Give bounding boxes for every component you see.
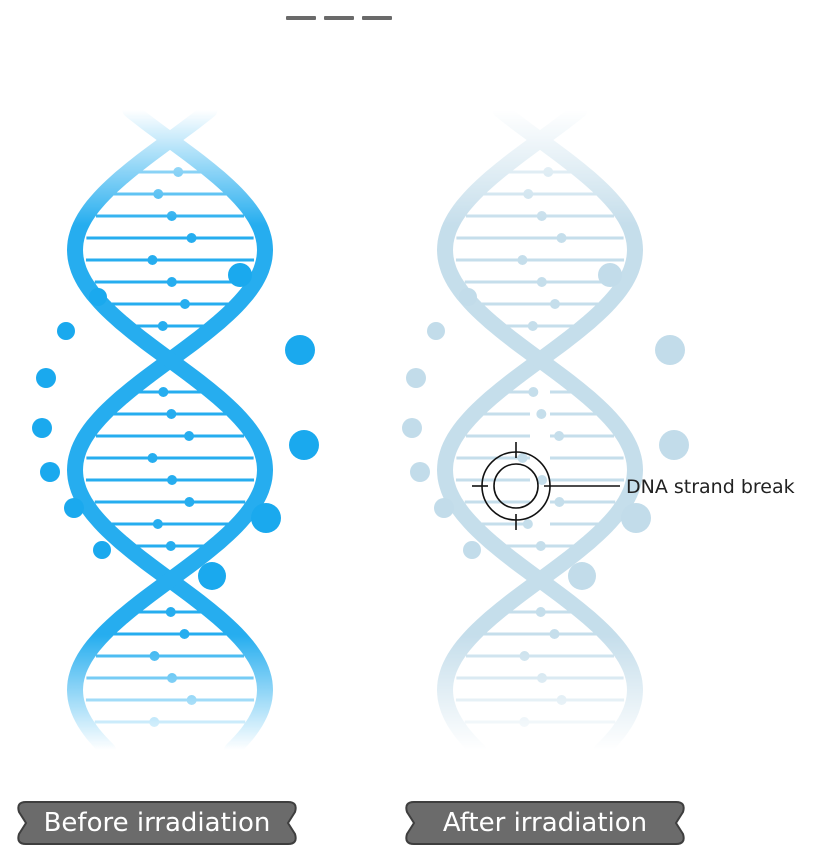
base-pair-node [523, 189, 533, 199]
after-caption-text: After irradiation [443, 808, 647, 838]
base-pair-node [149, 717, 159, 727]
base-pair-node [153, 519, 163, 529]
molecule-dot [410, 462, 430, 482]
base-pair-node [147, 255, 157, 265]
base-pair-node [550, 299, 560, 309]
molecule-dot [434, 498, 454, 518]
before-irradiation-caption: Before irradiation [12, 798, 302, 848]
base-pair-node [536, 541, 546, 551]
base-pair-node [166, 607, 176, 617]
base-pair-node [536, 409, 546, 419]
base-pair-node [158, 387, 168, 397]
base-pair-node [537, 211, 547, 221]
molecule-dot [251, 503, 281, 533]
base-pair-node [184, 431, 194, 441]
molecule-dot [463, 541, 481, 559]
base-pair-node [167, 673, 177, 683]
base-pair-node [158, 321, 168, 331]
molecule-dot [598, 263, 622, 287]
base-pair-node [166, 541, 176, 551]
molecule-dot [406, 368, 426, 388]
base-pair-node [536, 607, 546, 617]
base-pair-node [180, 299, 190, 309]
dna-helix-before [0, 110, 360, 750]
dash-icon [286, 16, 316, 20]
base-pair-node [520, 651, 530, 661]
molecule-dot [64, 498, 84, 518]
base-pair-node [537, 277, 547, 287]
base-pair-node [557, 233, 567, 243]
base-pair-node [537, 673, 547, 683]
base-pair-node [173, 167, 183, 177]
base-pair-node [184, 497, 194, 507]
dash-icon [362, 16, 392, 20]
base-pair-node [179, 629, 189, 639]
base-pair-node [187, 695, 197, 705]
base-pair-node [557, 695, 567, 705]
molecule-dot [36, 368, 56, 388]
base-pair-node [187, 233, 197, 243]
molecule-dot [459, 288, 477, 306]
molecule-dot [89, 288, 107, 306]
molecule-dot [57, 322, 75, 340]
base-pair-node [167, 211, 177, 221]
molecule-dot [228, 263, 252, 287]
base-pair-node [150, 651, 160, 661]
molecule-dot [289, 430, 319, 460]
crosshair-icon [472, 442, 620, 530]
before-caption-text: Before irradiation [44, 808, 271, 838]
molecule-dot [198, 562, 226, 590]
molecule-dot [427, 322, 445, 340]
molecule-dot [40, 462, 60, 482]
base-pair-node [519, 717, 529, 727]
base-pair-node [528, 387, 538, 397]
base-pair-node [528, 321, 538, 331]
after-irradiation-caption: After irradiation [400, 798, 690, 848]
molecule-dot [285, 335, 315, 365]
base-pair-node [167, 475, 177, 485]
molecule-dot [32, 418, 52, 438]
base-pair-node [153, 189, 163, 199]
dna-helix-after [370, 110, 730, 750]
base-pair-node [517, 255, 527, 265]
molecule-dot [655, 335, 685, 365]
dash-icon [324, 16, 354, 20]
header-dashes [286, 16, 392, 24]
base-pair-node [549, 629, 559, 639]
molecule-dot [93, 541, 111, 559]
base-pair-node [166, 409, 176, 419]
base-pair-node [167, 277, 177, 287]
base-pair-node [148, 453, 158, 463]
base-pair-node [543, 167, 553, 177]
molecule-dot [402, 418, 422, 438]
strand-break-label: DNA strand break [626, 476, 795, 498]
molecule-dot [568, 562, 596, 590]
